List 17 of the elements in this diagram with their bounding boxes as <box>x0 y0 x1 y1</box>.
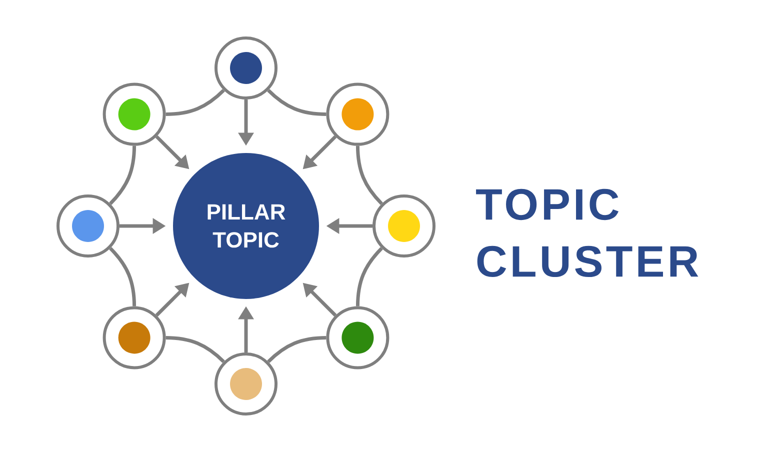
ring-line <box>109 247 136 306</box>
ring-line <box>356 146 383 205</box>
topic-circle <box>214 36 278 100</box>
ring-line <box>267 89 326 116</box>
topic-circle <box>214 352 278 416</box>
topic-circle <box>326 306 390 370</box>
ring-line <box>267 336 326 363</box>
topic-circle <box>326 82 390 146</box>
topic-circle <box>372 194 436 258</box>
ring-line <box>356 247 383 306</box>
title: TOPIC CLUSTER <box>476 188 698 278</box>
ring-line <box>109 146 136 205</box>
ring-line <box>166 336 225 363</box>
ring-line <box>166 89 225 116</box>
topic-circle <box>102 306 166 370</box>
topic-circle <box>56 194 120 258</box>
topic-circle <box>102 82 166 146</box>
